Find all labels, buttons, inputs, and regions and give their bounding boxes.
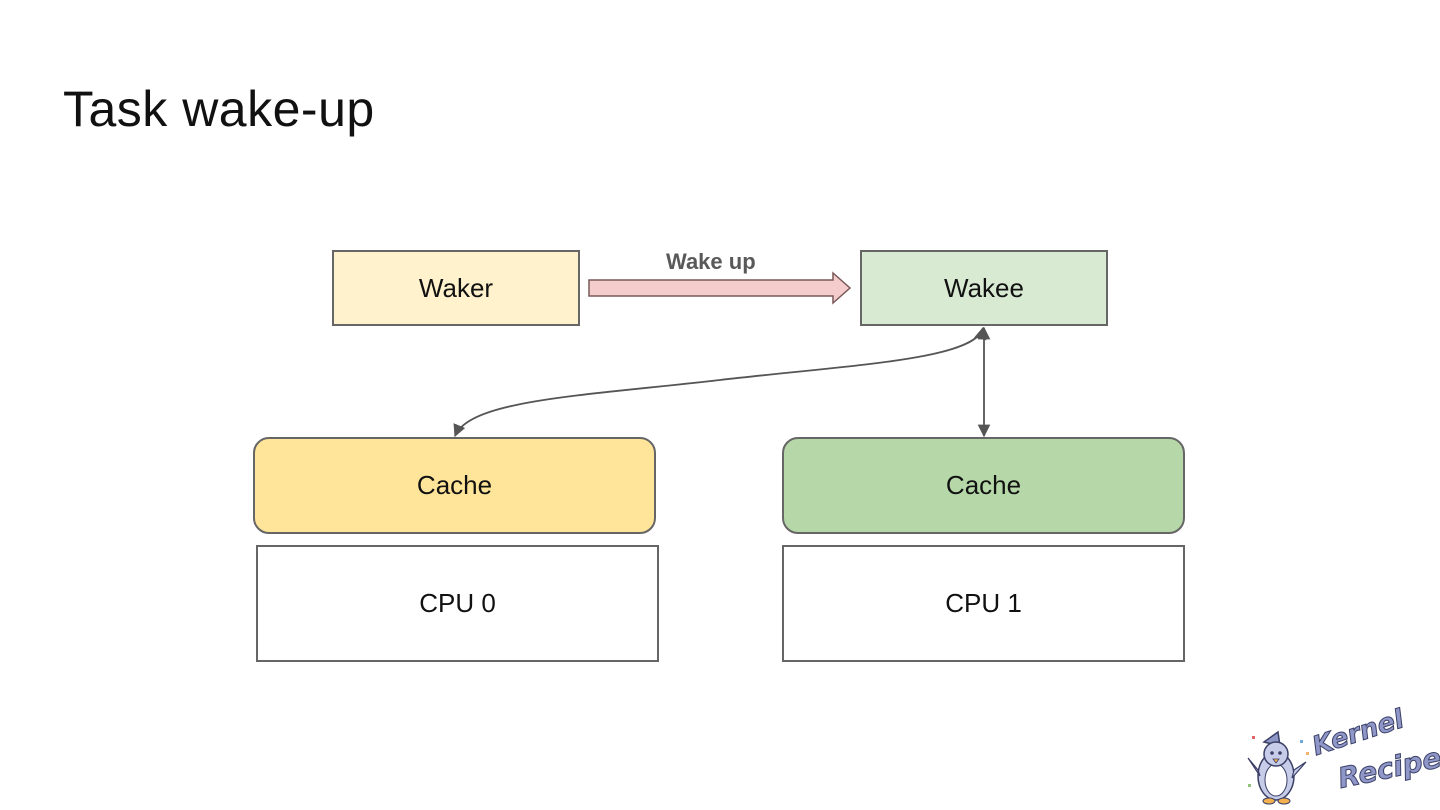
cache-cpu1-label: Cache — [945, 470, 1022, 500]
waker-box: Waker — [332, 250, 580, 326]
cpu1-box: CPU 1 — [782, 545, 1185, 662]
cache-cpu0-label: Cache — [416, 470, 493, 500]
cache-cpu1-box: Cache — [782, 437, 1185, 534]
wakee-to-cache0-connector — [453, 326, 987, 438]
cpu0-label: CPU 0 — [419, 588, 496, 618]
wakee-box: Wakee — [860, 250, 1108, 326]
wake-up-arrow — [588, 271, 852, 305]
wake-up-arrow-label: Wake up — [666, 249, 756, 274]
waker-label: Waker — [418, 272, 494, 303]
cpu0-box: CPU 0 — [256, 545, 659, 662]
penguin-mascot-icon — [1247, 730, 1309, 805]
kernel-recipes-logo: Kernel Recipes — [1244, 704, 1440, 808]
slide-title: Task wake-up — [63, 81, 375, 137]
cpu1-label: CPU 1 — [945, 588, 1022, 618]
cache-cpu0-box: Cache — [253, 437, 656, 534]
wakee-label: Wakee — [944, 272, 1024, 303]
